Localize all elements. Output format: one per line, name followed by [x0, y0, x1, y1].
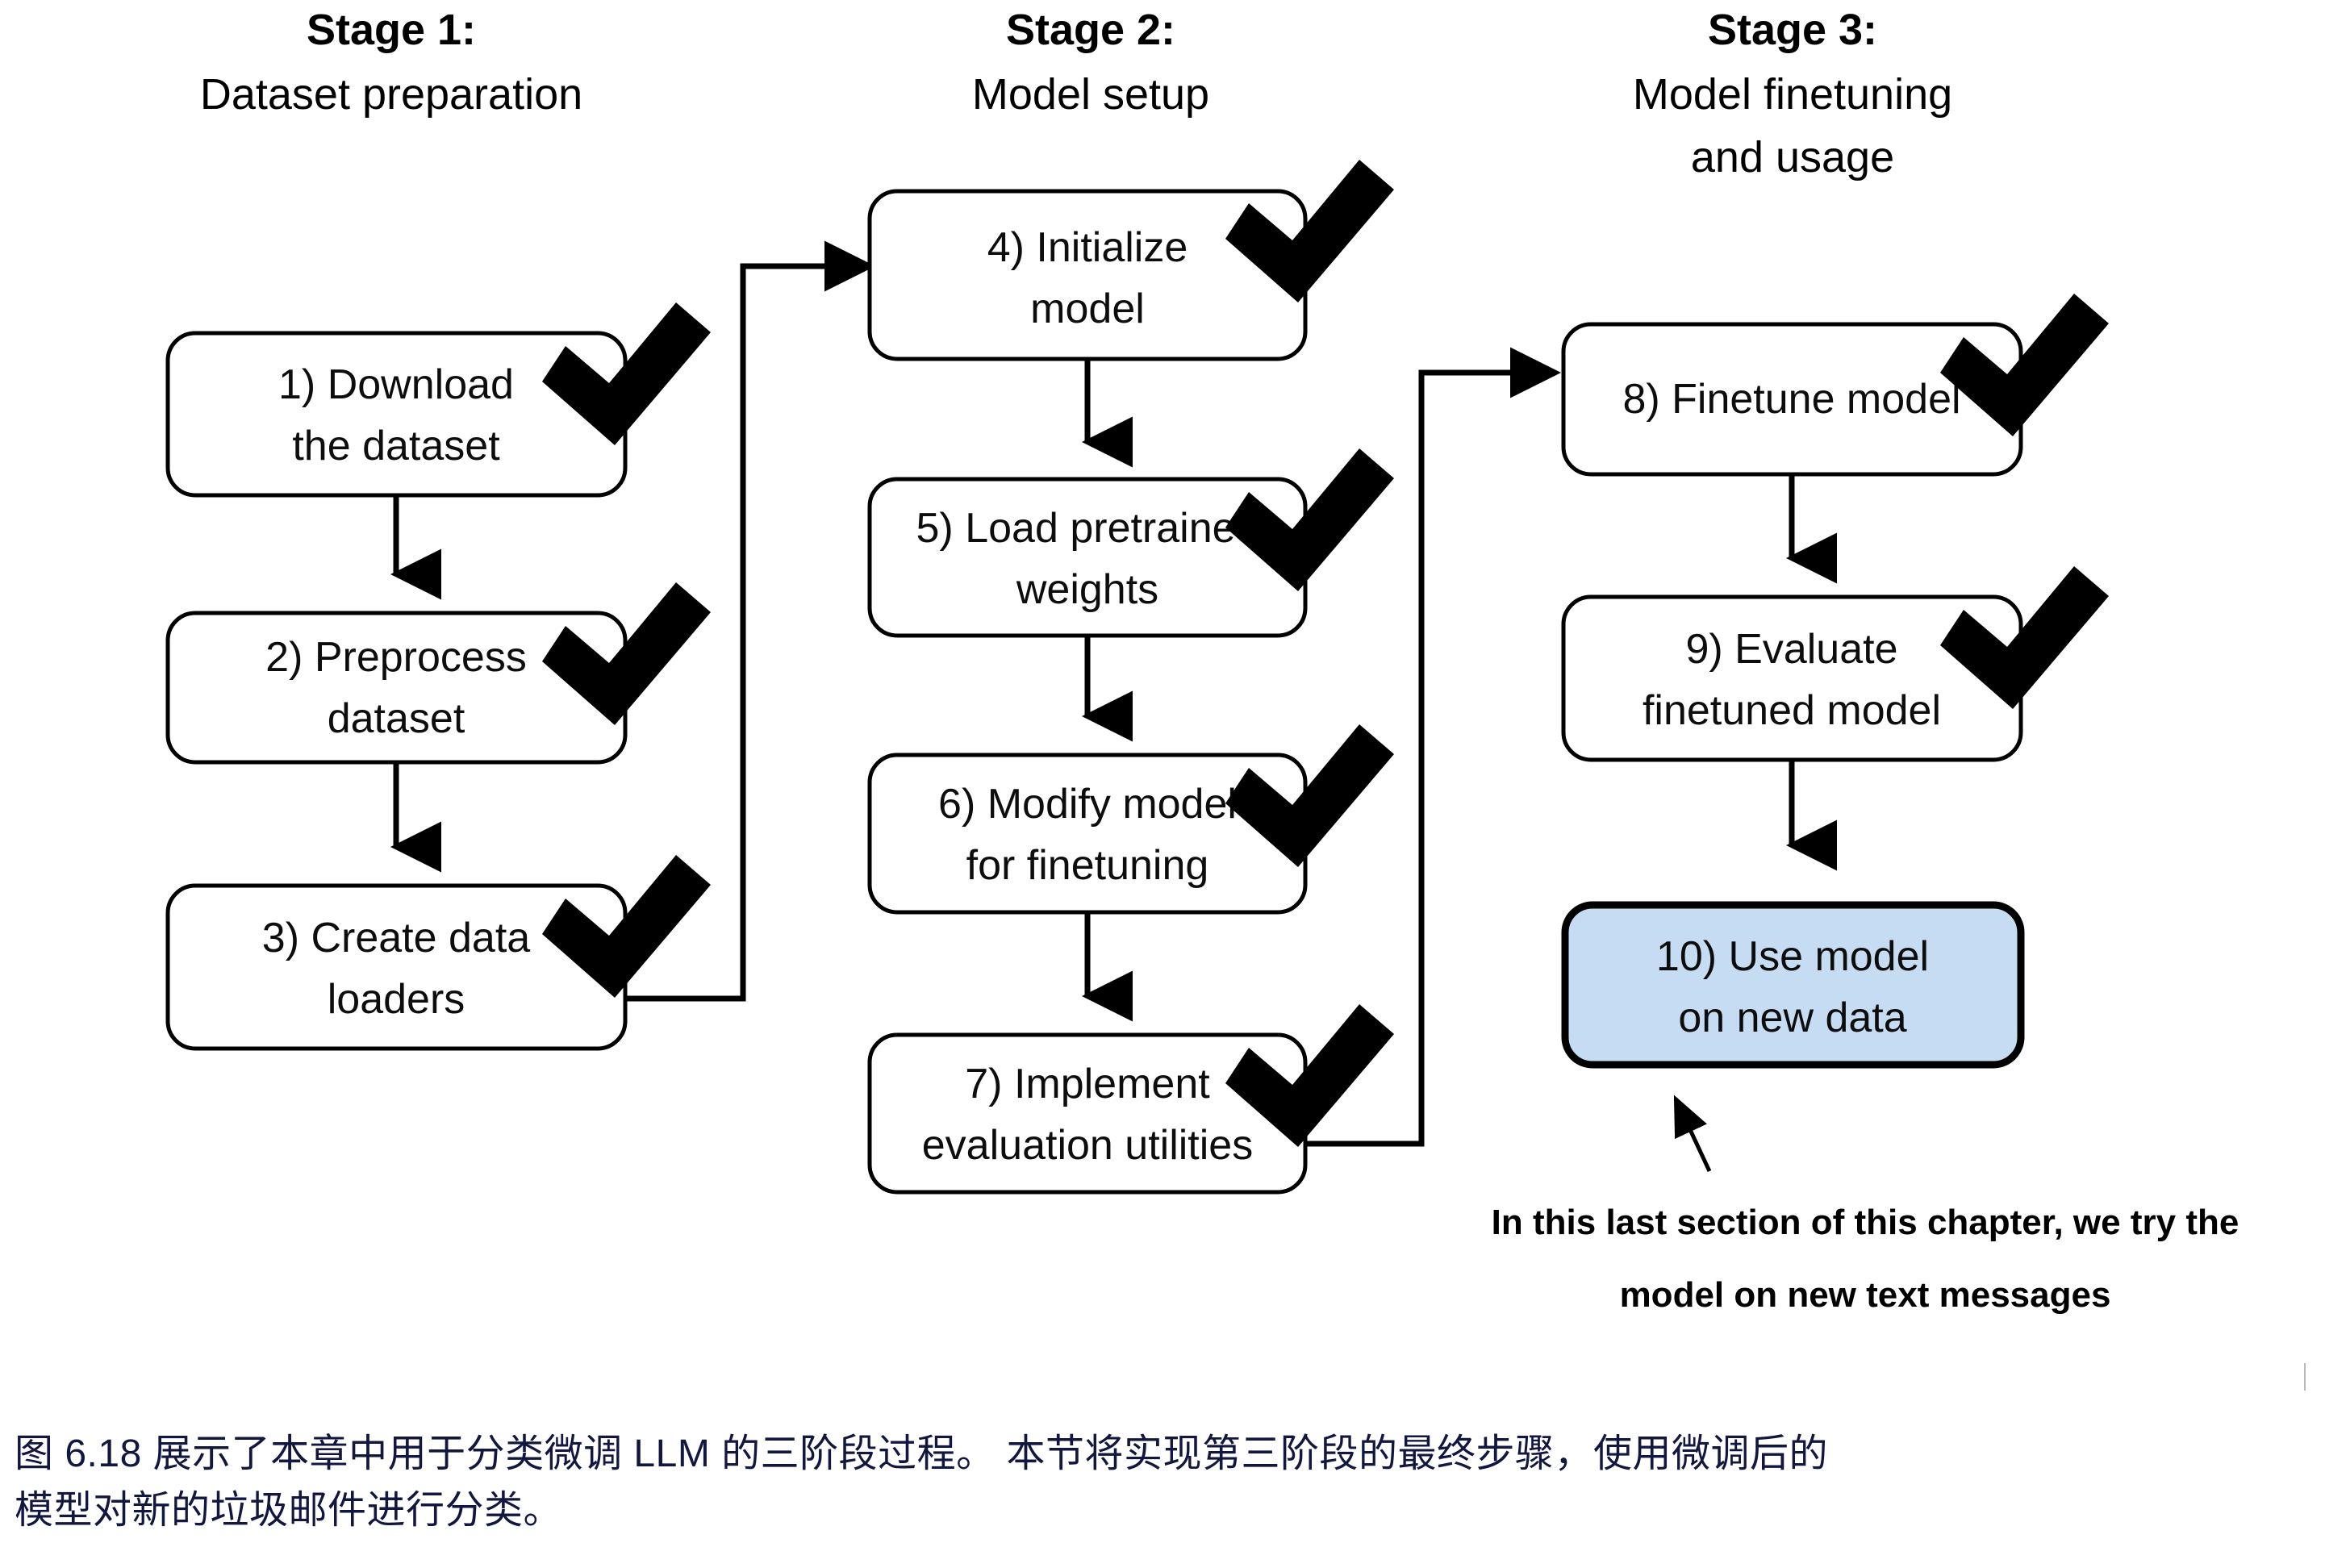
step-10-box[interactable]	[1561, 901, 2025, 1069]
step-9-label-line1: 9) Evaluate	[1685, 626, 1897, 673]
step-7-checkmark-icon	[1225, 1004, 1394, 1147]
caption-line-1: 图 6.18 展示了本章中用于分类微调 LLM 的三阶段过程。 本节将实现第三阶…	[15, 1432, 1828, 1475]
stage-1-group: Stage 1: Dataset preparation 1) Download…	[165, 6, 875, 1051]
step-10-node[interactable]: 10) Use model on new data	[1561, 901, 2025, 1069]
step-9-box[interactable]	[1561, 594, 2023, 762]
step-7-node[interactable]: 7) Implement evaluation utilities	[867, 1004, 1394, 1195]
stage-3-title: Stage 3:	[1708, 6, 1877, 54]
three-stage-flow-diagram: Stage 1: Dataset preparation 1) Download…	[165, 6, 2239, 1315]
stage-3-subtitle-line1: Model finetuning	[1633, 70, 1952, 119]
step-1-checkmark-icon	[542, 302, 711, 445]
step-6-node[interactable]: 6) Modify model for finetuning	[867, 724, 1394, 915]
annotation-line2: model on new text messages	[1620, 1275, 2111, 1315]
step-1-box[interactable]	[165, 331, 628, 498]
stage-2-group: Stage 2: Model setup 4) Initialize model…	[867, 6, 1561, 1195]
step-7-label-line2: evaluation utilities	[922, 1122, 1253, 1169]
stage-1-title: Stage 1:	[307, 6, 476, 54]
step-5-checkmark-icon	[1225, 448, 1394, 591]
connector-stage1-to-stage2	[625, 240, 875, 1002]
step-4-label-line1: 4) Initialize	[987, 224, 1188, 271]
step-8-node[interactable]: 8) Finetune model	[1561, 294, 2109, 477]
step-4-box[interactable]	[867, 189, 1308, 361]
stage-2-subtitle: Model setup	[972, 70, 1209, 119]
annotation-callout-arrow	[1673, 1095, 1712, 1173]
step-4-label-line2: model	[1030, 286, 1145, 332]
step-4-node[interactable]: 4) Initialize model	[867, 160, 1394, 361]
step-10-label-line2: on new data	[1678, 995, 1906, 1041]
step-3-label-line1: 3) Create data	[262, 915, 530, 961]
step-3-checkmark-icon	[542, 855, 711, 998]
step-9-node[interactable]: 9) Evaluate finetuned model	[1561, 566, 2109, 762]
step-3-box[interactable]	[165, 883, 628, 1051]
step-5-label-line2: weights	[1016, 566, 1158, 613]
step-4-checkmark-icon	[1225, 160, 1394, 302]
step-9-checkmark-icon	[1940, 566, 2109, 709]
step-8-label-line1: 8) Finetune model	[1622, 376, 1960, 423]
figure-caption: 图 6.18 展示了本章中用于分类微调 LLM 的三阶段过程。 本节将实现第三阶…	[15, 1426, 2306, 1538]
step-6-checkmark-icon	[1225, 724, 1394, 867]
step-3-node[interactable]: 3) Create data loaders	[165, 855, 711, 1051]
step-8-checkmark-icon	[1940, 294, 2109, 436]
stage-3-group: Stage 3: Model finetuning and usage 8) F…	[1492, 6, 2239, 1315]
step-7-label-line1: 7) Implement	[965, 1061, 1210, 1107]
step-5-node[interactable]: 5) Load pretrained weights	[867, 448, 1394, 638]
stage-2-title: Stage 2:	[1006, 6, 1175, 54]
step-3-label-line2: loaders	[328, 976, 465, 1023]
stage-3-subtitle-line2: and usage	[1691, 133, 1894, 181]
step-9-label-line2: finetuned model	[1643, 687, 1941, 734]
caption-line-2: 模型对新的垃圾邮件进行分类。	[15, 1488, 563, 1532]
connector-stage2-to-stage3	[1305, 347, 1561, 1147]
step-1-label-line2: the dataset	[292, 423, 500, 469]
annotation-line1: In this last section of this chapter, we…	[1492, 1203, 2239, 1242]
step-6-label-line1: 6) Modify model	[938, 781, 1237, 828]
page-edge-mark	[2304, 1363, 2306, 1391]
step-1-label-line1: 1) Download	[278, 361, 514, 408]
stage-1-subtitle: Dataset preparation	[200, 70, 582, 119]
step-1-node[interactable]: 1) Download the dataset	[165, 302, 711, 498]
step-2-node[interactable]: 2) Preprocess dataset	[165, 582, 711, 765]
step-10-label-line1: 10) Use model	[1656, 933, 1929, 980]
step-2-checkmark-icon	[542, 582, 711, 725]
step-6-label-line2: for finetuning	[966, 842, 1209, 889]
step-2-label-line2: dataset	[328, 695, 465, 742]
step-2-label-line1: 2) Preprocess	[265, 634, 527, 681]
step-5-label-line1: 5) Load pretrained	[916, 505, 1259, 552]
